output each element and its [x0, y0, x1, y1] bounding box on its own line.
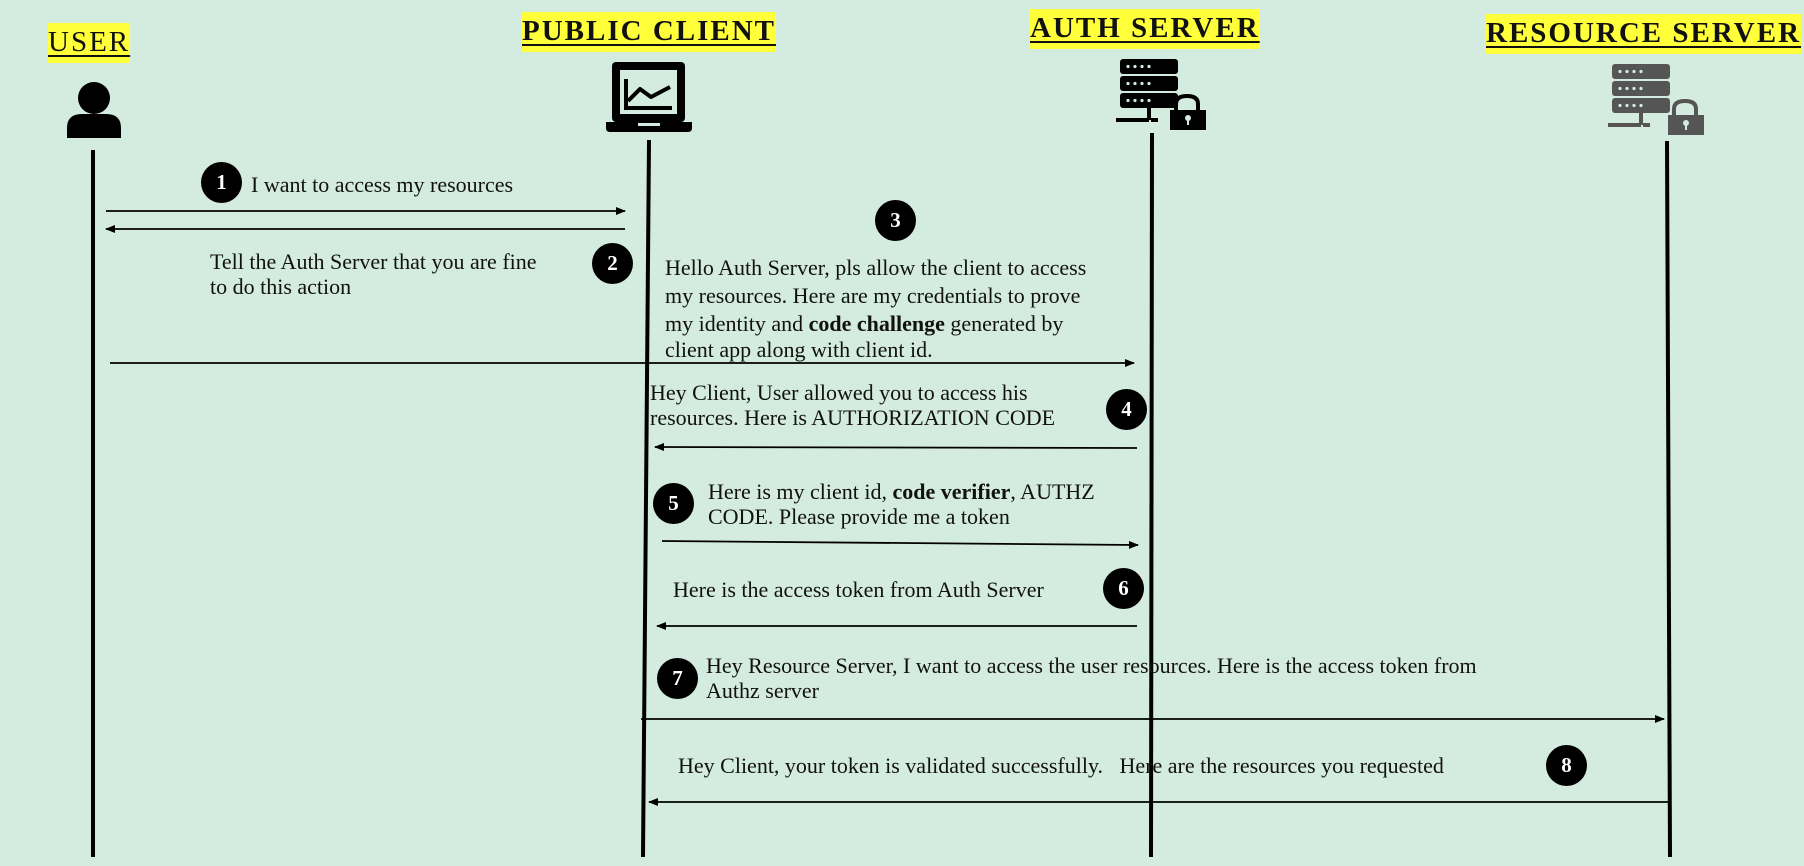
step-badge-3: 3 [875, 200, 916, 241]
step-7-line: Hey Resource Server, I want to access th… [706, 653, 1477, 678]
step-7-message: Hey Resource Server, I want to access th… [706, 653, 1477, 703]
step-3-line: my resources. Here are my credentials to… [665, 283, 1081, 308]
step-badge-8: 8 [1546, 745, 1587, 786]
step-8-message: Hey Client, your token is validated succ… [678, 753, 1444, 778]
step-7-line: Authz server [706, 678, 820, 703]
step-5-line: Here is my client id, code verifier, AUT… [708, 479, 1095, 504]
step-4-line: Hey Client, User allowed you to access h… [650, 380, 1028, 405]
step-1-line: I want to access my resources [251, 172, 514, 197]
step-3-line: client app along with client id. [665, 337, 933, 362]
step-3-message: Hello Auth Server, pls allow the client … [665, 254, 1086, 362]
step-1-message: I want to access my resources [251, 172, 513, 197]
step-2-line: to do this action [210, 274, 352, 299]
step-5-text: , AUTHZ [1010, 479, 1095, 504]
step-badge-2: 2 [592, 243, 633, 284]
step-badge-6: 6 [1103, 568, 1144, 609]
step-5-text: Here is my client id, [708, 479, 893, 504]
actor-title-resource-server: RESOURCE SERVER [1486, 14, 1802, 54]
message-arrow-5 [661, 540, 1139, 549]
step-3-line: my identity and code challenge generated… [665, 310, 1086, 338]
step-badge-4: 4 [1106, 389, 1147, 430]
step-4-message: Hey Client, User allowed you to access h… [650, 380, 1055, 430]
step-6-message: Here is the access token from Auth Serve… [673, 577, 1044, 602]
lifeline-resource-server [1665, 140, 1672, 858]
step-badge-5: 5 [653, 483, 694, 524]
code-verifier-term: code verifier [892, 479, 1011, 504]
step-3-text: my identity and [665, 311, 809, 336]
step-5-line: CODE. Please provide me a token [708, 504, 1010, 529]
step-badge-1: 1 [201, 162, 242, 203]
step-6-line: Here is the access token from Auth Serve… [673, 577, 1044, 602]
step-3-line: Hello Auth Server, pls allow the client … [665, 255, 1087, 280]
step-4-line: resources. Here is AUTHORIZATION CODE [650, 405, 1056, 430]
actor-title-auth-server: AUTH SERVER [1030, 9, 1260, 49]
step-8-line: Hey Client, your token is validated succ… [678, 753, 1444, 778]
step-5-message: Here is my client id, code verifier, AUT… [708, 479, 1095, 529]
step-3-text: generated by [944, 311, 1064, 336]
lifeline-public-client [641, 139, 651, 858]
lifelines [91, 132, 1672, 858]
actor-title-public-client: PUBLIC CLIENT [522, 12, 777, 52]
lifeline-auth-server [1149, 132, 1154, 858]
step-2-message: Tell the Auth Server that you are fine t… [210, 249, 537, 299]
person-icon [67, 82, 121, 138]
message-arrow-4 [654, 443, 1138, 452]
server-lock-icon [1608, 64, 1704, 135]
step-badge-7: 7 [657, 658, 698, 699]
step-2-line: Tell the Auth Server that you are fine [210, 249, 537, 274]
actor-title-user: USER [48, 23, 131, 63]
server-lock-icon [1116, 59, 1206, 130]
code-challenge-term: code challenge [808, 311, 945, 336]
laptop-chart-icon [606, 62, 692, 132]
